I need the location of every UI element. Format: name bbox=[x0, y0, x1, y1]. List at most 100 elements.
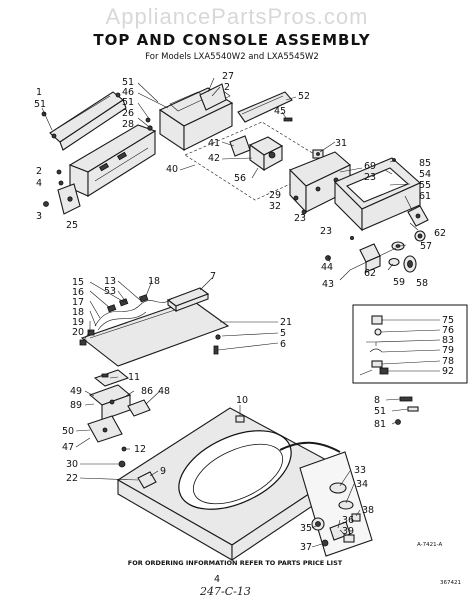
callout-47: 47 bbox=[62, 442, 74, 453]
screw-5 bbox=[215, 334, 221, 340]
callout-81: 81 bbox=[374, 419, 386, 430]
lid-frame bbox=[334, 157, 421, 232]
callout-49: 49 bbox=[70, 386, 82, 397]
callout-51: 51 bbox=[34, 99, 46, 110]
callout-5: 5 bbox=[280, 328, 286, 339]
callout-78: 78 bbox=[442, 356, 454, 367]
screw-28 bbox=[147, 125, 153, 131]
callout-52: 52 bbox=[298, 91, 310, 102]
callout-56: 56 bbox=[234, 173, 246, 184]
hardware-8-51-81 bbox=[395, 396, 419, 425]
callout-23: 23 bbox=[364, 172, 376, 183]
callout-8: 8 bbox=[374, 395, 380, 406]
callout-92: 92 bbox=[442, 366, 454, 377]
callout-29: 29 bbox=[269, 190, 281, 201]
callout-76: 76 bbox=[442, 325, 454, 336]
callout-42: 42 bbox=[208, 153, 220, 164]
callout-43: 43 bbox=[322, 279, 334, 290]
callout-79: 79 bbox=[442, 345, 454, 356]
callout-10: 10 bbox=[236, 395, 248, 406]
callout-25: 25 bbox=[66, 220, 78, 231]
switch-cover bbox=[87, 415, 123, 443]
callout-44: 44 bbox=[321, 262, 333, 273]
callout-85: 85 bbox=[419, 158, 431, 169]
screw-32 bbox=[301, 209, 307, 215]
screw-2 bbox=[56, 169, 62, 175]
callout-3: 3 bbox=[36, 211, 42, 222]
screw-26 bbox=[145, 117, 151, 123]
console-bracket bbox=[199, 83, 227, 111]
wire-harness bbox=[94, 297, 173, 331]
callout-12: 12 bbox=[134, 444, 146, 455]
lid-hinge-bracket bbox=[407, 205, 429, 227]
callout-22: 22 bbox=[66, 473, 78, 484]
callout-labels: 1 51 2 4 3 25 51 46 51 26 28 27 2 52 45 … bbox=[34, 71, 454, 553]
callout-23: 23 bbox=[294, 213, 306, 224]
callout-33: 33 bbox=[354, 465, 366, 476]
clip-30 bbox=[118, 460, 126, 468]
callout-4: 4 bbox=[36, 178, 42, 189]
page-title: TOP AND CONSOLE ASSEMBLY bbox=[93, 31, 370, 49]
callout-11: 11 bbox=[128, 372, 140, 383]
callout-62: 62 bbox=[434, 228, 446, 239]
washer-57 bbox=[391, 241, 405, 251]
screw-12 bbox=[121, 446, 127, 452]
callout-62: 62 bbox=[364, 268, 376, 279]
callout-37: 37 bbox=[300, 542, 312, 553]
callout-75: 75 bbox=[442, 315, 454, 326]
callout-21: 21 bbox=[280, 317, 292, 328]
callout-89: 89 bbox=[70, 400, 82, 411]
callout-2: 2 bbox=[224, 82, 230, 93]
callout-31: 31 bbox=[335, 138, 347, 149]
top-bumper-10 bbox=[235, 415, 245, 423]
callout-20: 20 bbox=[72, 327, 84, 338]
switch-31 bbox=[312, 149, 324, 159]
callout-1: 1 bbox=[36, 87, 42, 98]
screw-3 bbox=[43, 201, 49, 207]
screw-45 bbox=[283, 117, 293, 122]
grommet-62 bbox=[414, 230, 426, 242]
dispenser-parts bbox=[311, 482, 361, 547]
washer-59 bbox=[388, 257, 400, 267]
callout-23: 23 bbox=[320, 226, 332, 237]
callout-58: 58 bbox=[416, 278, 428, 289]
callout-28: 28 bbox=[122, 119, 134, 130]
console-mounting-plate bbox=[80, 299, 230, 367]
callout-13: 13 bbox=[104, 276, 116, 287]
knob-58 bbox=[403, 255, 417, 273]
callout-51: 51 bbox=[122, 77, 134, 88]
callout-18: 18 bbox=[148, 276, 160, 287]
callout-55: 55 bbox=[419, 180, 431, 191]
callout-18: 18 bbox=[72, 307, 84, 318]
grouping-line-43 bbox=[339, 247, 397, 281]
callout-27: 27 bbox=[222, 71, 234, 82]
callout-9: 9 bbox=[160, 466, 166, 477]
switch-actuator bbox=[127, 399, 151, 417]
callout-61: 61 bbox=[419, 191, 431, 202]
callout-39: 39 bbox=[342, 526, 354, 537]
callout-26: 26 bbox=[122, 108, 134, 119]
console-back-panel bbox=[49, 91, 127, 151]
screw-23 bbox=[349, 235, 354, 240]
callout-35: 35 bbox=[300, 523, 312, 534]
console-rear-shield bbox=[237, 91, 293, 123]
callout-51: 51 bbox=[374, 406, 386, 417]
callout-36: 36 bbox=[342, 515, 354, 526]
lid-switch bbox=[88, 384, 132, 421]
callout-46: 46 bbox=[122, 87, 134, 98]
callout-6: 6 bbox=[280, 339, 286, 350]
callout-2: 2 bbox=[36, 166, 42, 177]
callout-53: 53 bbox=[104, 286, 116, 297]
callout-40: 40 bbox=[166, 164, 178, 175]
callout-69: 69 bbox=[364, 161, 376, 172]
screw-6 bbox=[213, 345, 219, 355]
callout-19: 19 bbox=[72, 317, 84, 328]
callout-16: 16 bbox=[72, 287, 84, 298]
callout-7: 7 bbox=[210, 271, 216, 282]
timer-bracket bbox=[229, 135, 251, 157]
screw-29 bbox=[293, 195, 299, 201]
end-cap-left bbox=[57, 183, 81, 215]
callout-38: 38 bbox=[362, 505, 374, 516]
